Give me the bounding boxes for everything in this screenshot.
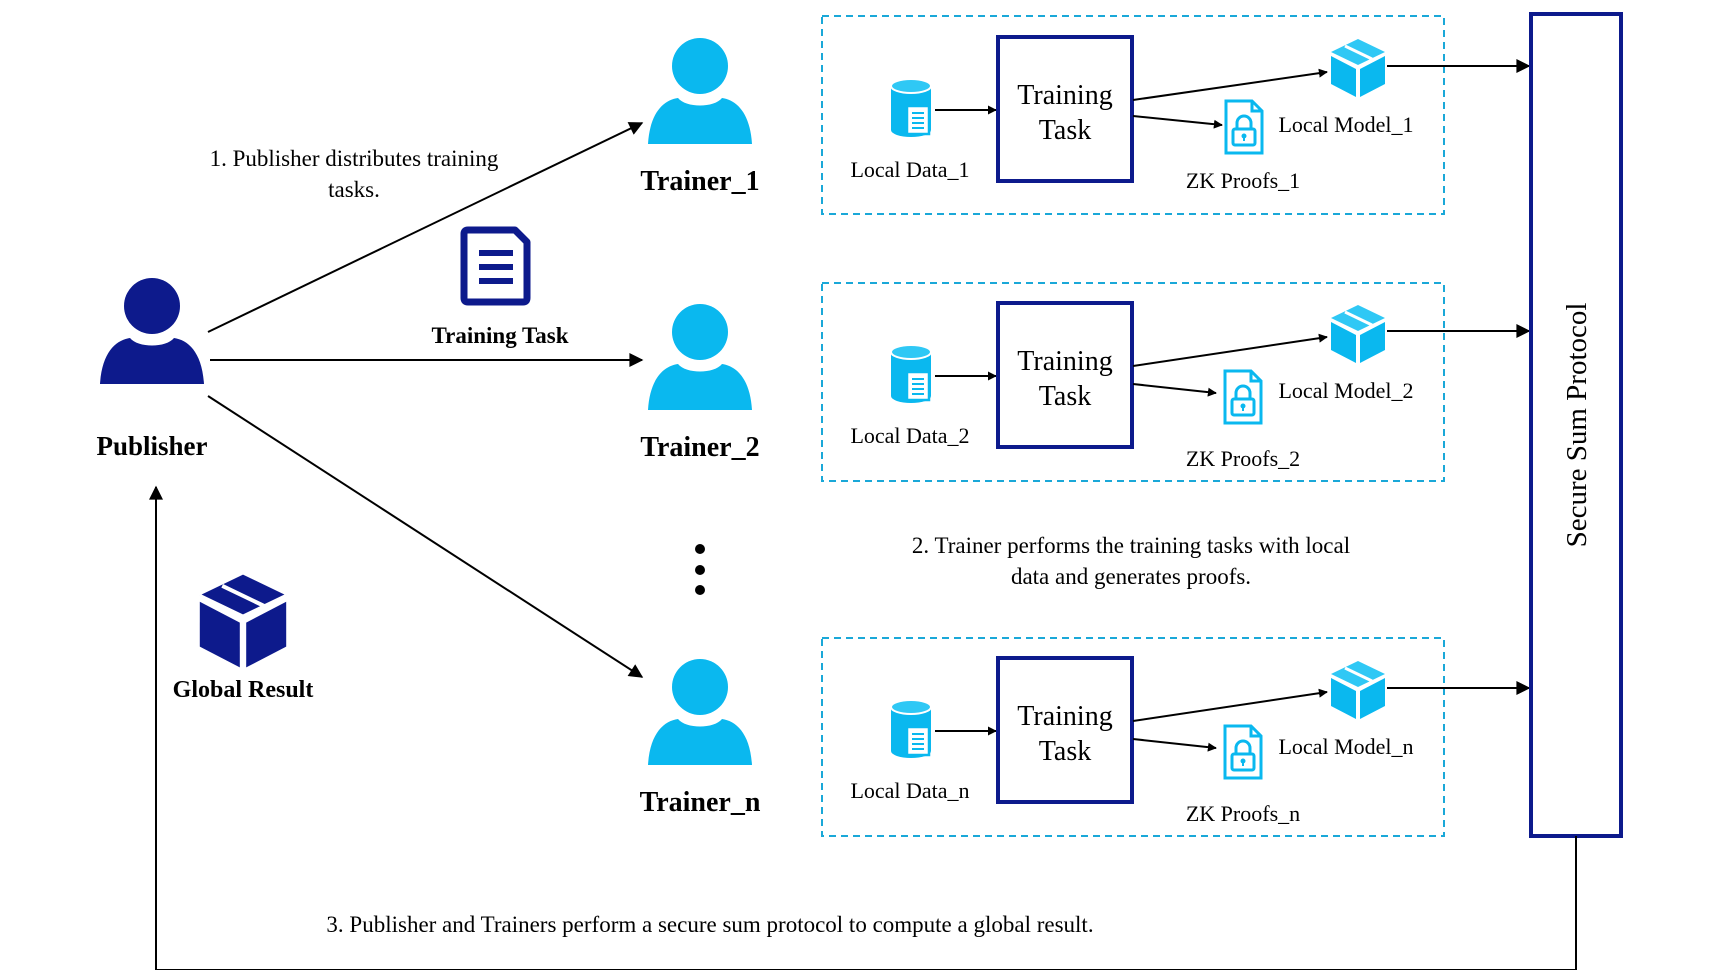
database-icon: [889, 343, 933, 405]
trainer-1-label: Trainer_1: [640, 166, 759, 197]
secure-sum-protocol-box: [1529, 12, 1623, 838]
global-result-label: Global Result: [173, 677, 314, 703]
local-model-n-label: Local Model_n: [1278, 734, 1413, 759]
local-model-1-cube-icon: [1329, 37, 1387, 99]
training-task-box-2: [996, 301, 1134, 449]
zk-proofs-2-label: ZK Proofs_2: [1186, 446, 1300, 471]
trainer-2-label: Trainer_2: [640, 432, 759, 463]
publisher-label: Publisher: [96, 431, 207, 461]
zk-proofs-n-label: ZK Proofs_n: [1186, 801, 1300, 826]
trainer-2-icon: [648, 304, 752, 410]
task-n-line1: Training: [1017, 701, 1112, 732]
database-icon: [889, 77, 933, 139]
task-1-line2: Task: [1039, 115, 1091, 146]
local-data-n-label: Local Data_n: [850, 778, 969, 803]
local-model-2-cube-icon: [1329, 303, 1387, 365]
trainer-2-block: Local Data_2 Training Task ZK Proofs_2 L…: [821, 282, 1531, 482]
trainer-n-dashed-box: [821, 637, 1445, 837]
secure-sum-protocol-label: Secure Sum Protocol: [1561, 303, 1593, 548]
trainer-n-block: Local Data_n Training Task ZK Proofs_n L…: [821, 637, 1531, 837]
training-task-box-n: [996, 656, 1134, 804]
local-model-n-cube-icon: [1329, 659, 1387, 721]
global-result-return-arrow: [149, 485, 1577, 970]
task-2-line1: Training: [1017, 346, 1112, 377]
task-2-line2: Task: [1039, 381, 1091, 412]
task-n-line2: Task: [1039, 736, 1091, 767]
zk-proofs-1-label: ZK Proofs_1: [1186, 168, 1300, 193]
trainer-2-dashed-box: [821, 282, 1445, 482]
local-data-1-label: Local Data_1: [850, 157, 969, 182]
task-1-line1: Training: [1017, 80, 1112, 111]
publisher-icon: [100, 278, 204, 384]
trainer-1-dashed-box: [821, 15, 1445, 215]
ellipsis-dots: [695, 544, 705, 595]
lock-document-icon: [1223, 369, 1263, 425]
local-data-2-label: Local Data_2: [850, 423, 969, 448]
trainer-n-label: Trainer_n: [640, 787, 761, 818]
local-model-1-label: Local Model_1: [1278, 112, 1413, 137]
arrow-to-trainer-n: [207, 395, 644, 678]
database-icon: [889, 698, 933, 760]
step2-line1: 2. Trainer performs the training tasks w…: [912, 533, 1350, 558]
step1-line2: tasks.: [328, 177, 380, 202]
trainer-1-block: Local Data_1 Training Task ZK Proofs_1 L…: [821, 15, 1531, 215]
global-result-cube-icon: [199, 574, 287, 668]
trainer-1-icon: [648, 38, 752, 144]
lock-document-icon: [1223, 724, 1263, 780]
local-model-2-label: Local Model_2: [1278, 378, 1413, 403]
document-icon: [460, 226, 531, 306]
step3-text: 3. Publisher and Trainers perform a secu…: [326, 912, 1093, 937]
training-task-box-1: [996, 35, 1134, 183]
step1-line1: 1. Publisher distributes training: [210, 146, 499, 171]
arrow-to-trainer-1: [207, 122, 644, 333]
step2-line2: data and generates proofs.: [1011, 564, 1251, 589]
training-task-label: Training Task: [431, 323, 568, 348]
trainer-n-icon: [648, 659, 752, 765]
lock-document-icon: [1224, 99, 1264, 155]
